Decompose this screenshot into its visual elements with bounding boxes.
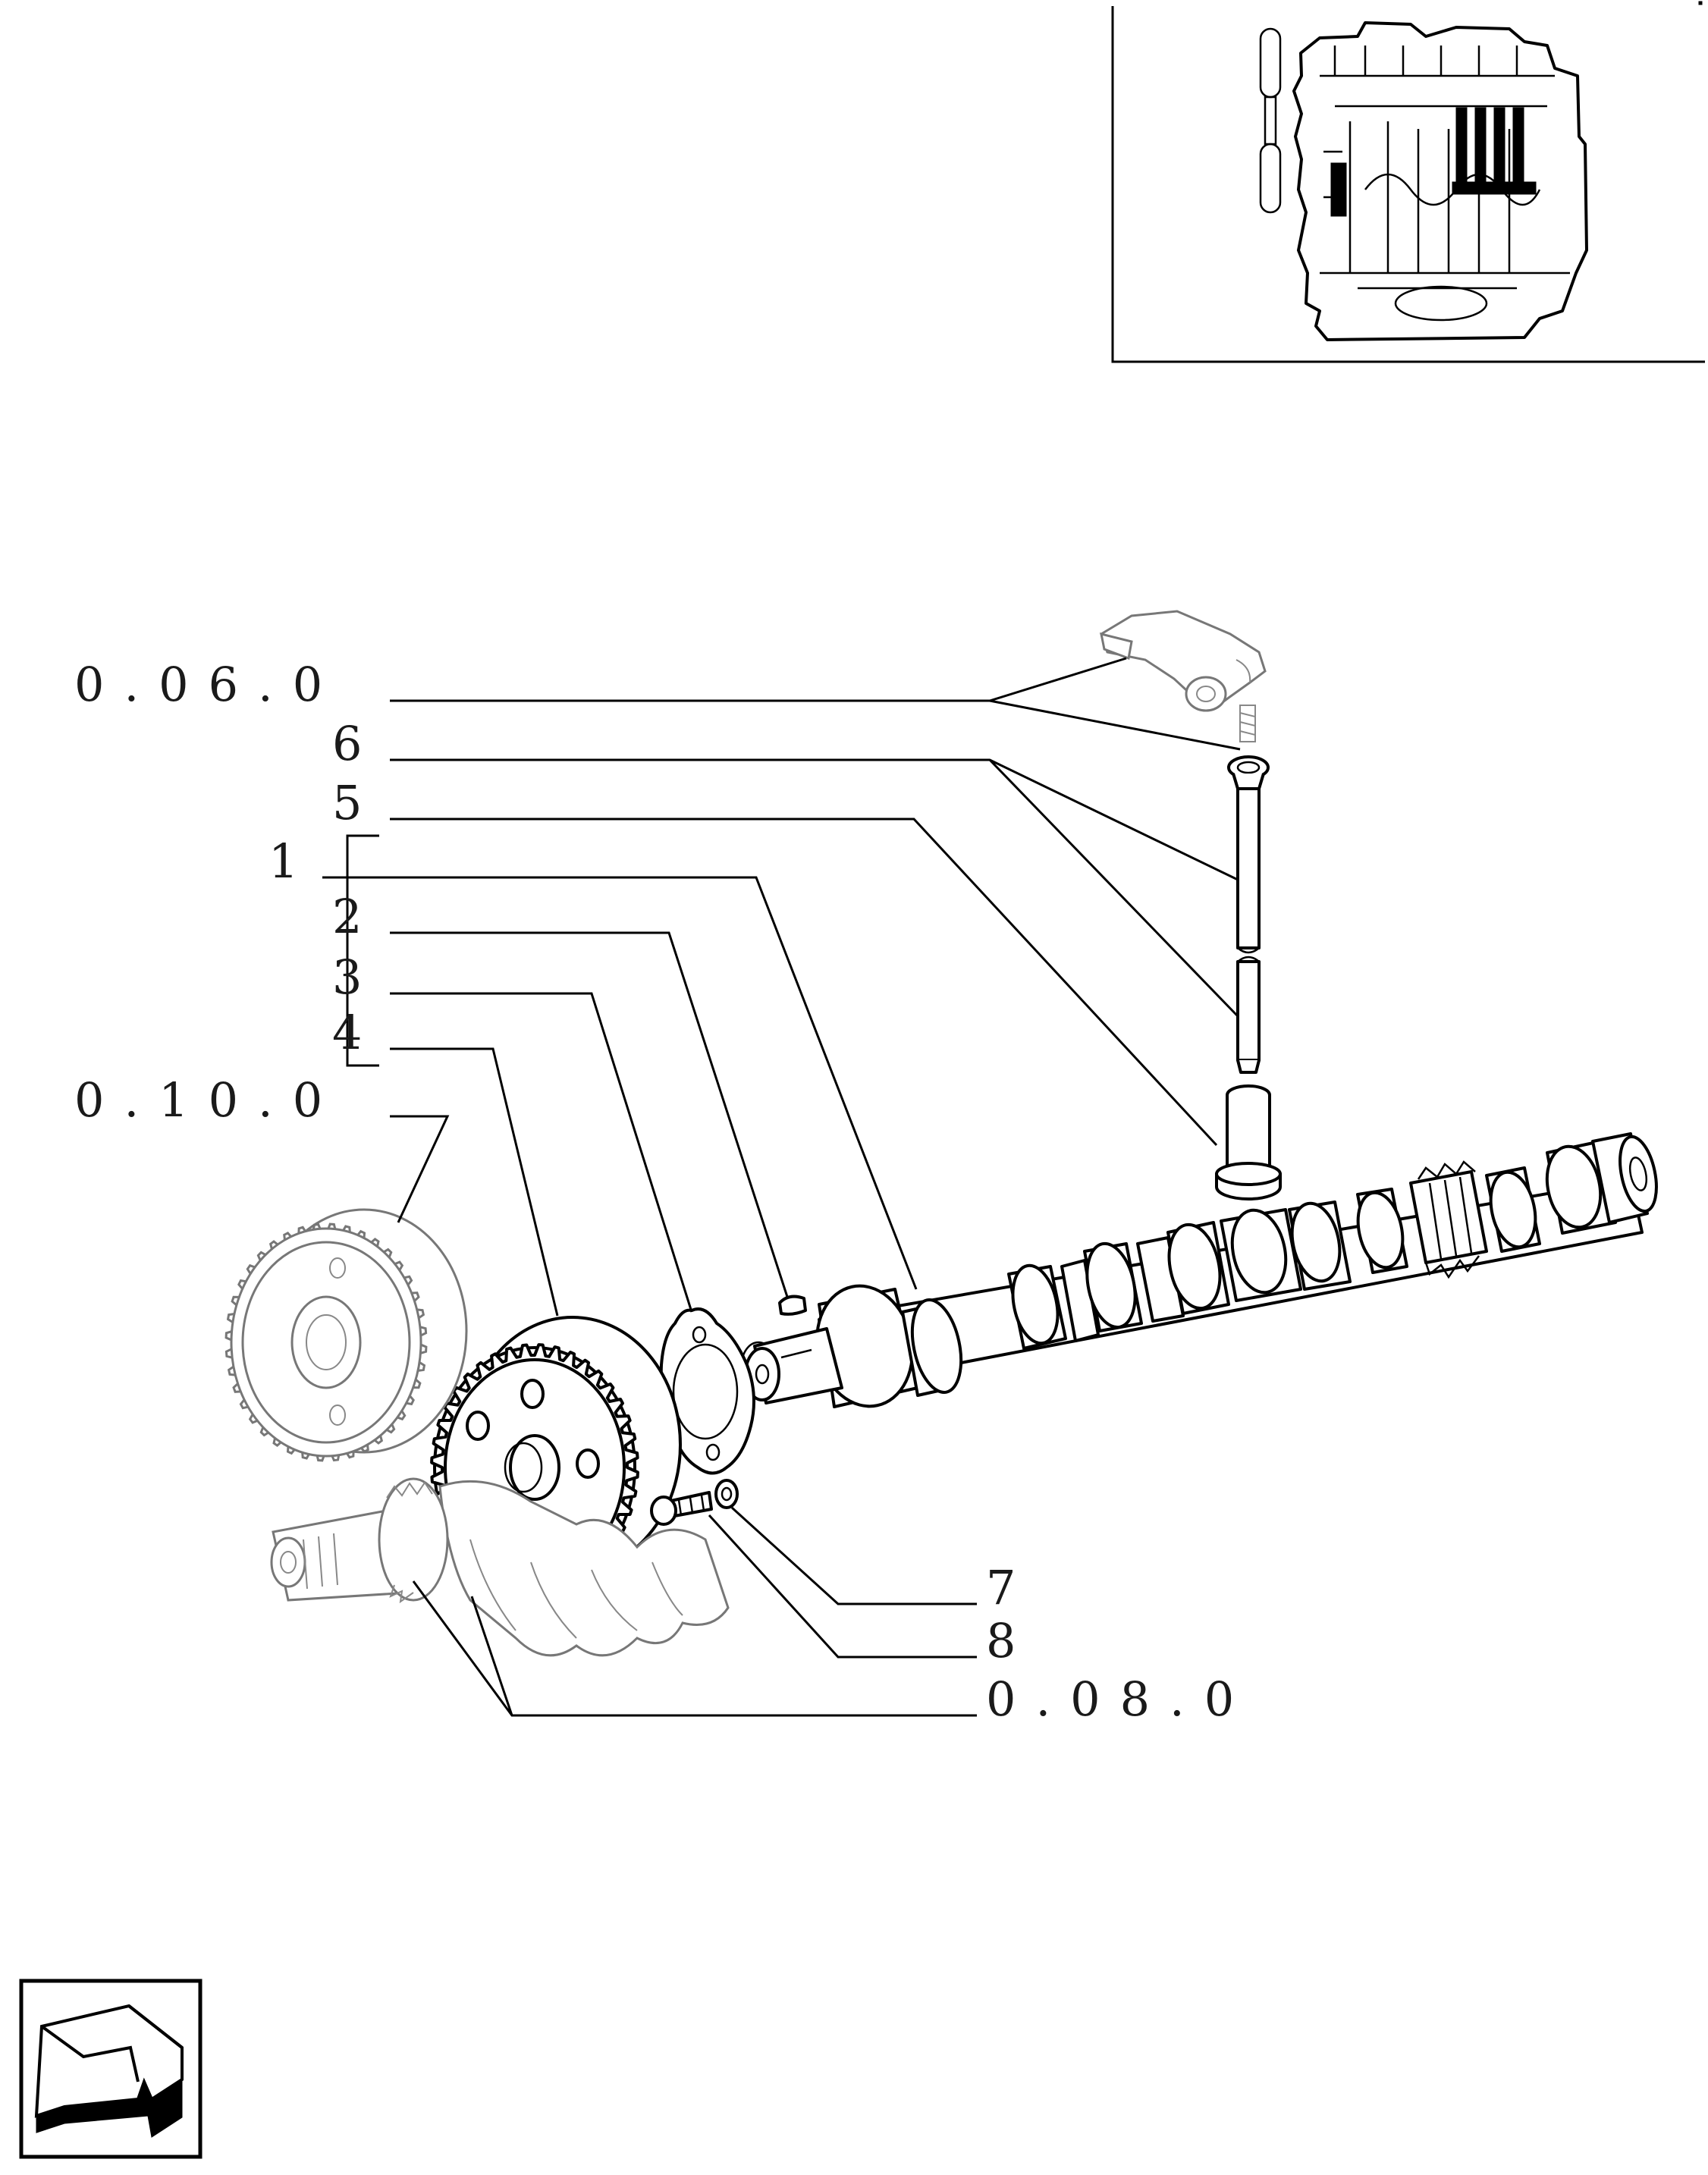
callout-ref-rocker[interactable]: 0.06.0 [74,657,342,712]
rocker-arm-ghost [1100,610,1267,742]
callout-ref-crank-gear[interactable]: 0.10.0 [74,1072,342,1128]
engine-cutaway-thumbnail-icon[interactable] [1111,1,1705,363]
callout-item-1[interactable]: 1 [268,833,298,889]
callout-item-3[interactable]: 3 [332,949,362,1005]
crankshaft-gear-ghost [224,1208,468,1462]
callout-ref-crankshaft[interactable]: 0.08.0 [986,1671,1254,1727]
callout-item-8[interactable]: 8 [986,1613,1016,1668]
back-arrow-icon[interactable] [19,1979,203,2159]
crankshaft-ghost [270,1477,730,1657]
leader-lines [322,657,1241,1717]
washer-8 [714,1479,739,1509]
bolt-7 [650,1491,713,1526]
callout-item-2[interactable]: 2 [332,889,362,944]
callout-item-7[interactable]: 7 [986,1560,1016,1615]
callout-item-6[interactable]: 6 [332,716,362,771]
callout-item-5[interactable]: 5 [332,775,362,830]
thrust-plate-3 [659,1307,755,1475]
key-2 [778,1295,807,1316]
tappet-5 [1215,1084,1282,1200]
camshaft-1 [740,1132,1658,1408]
push-rod-6 [1227,755,1270,1074]
callout-item-4[interactable]: 4 [332,1005,362,1060]
